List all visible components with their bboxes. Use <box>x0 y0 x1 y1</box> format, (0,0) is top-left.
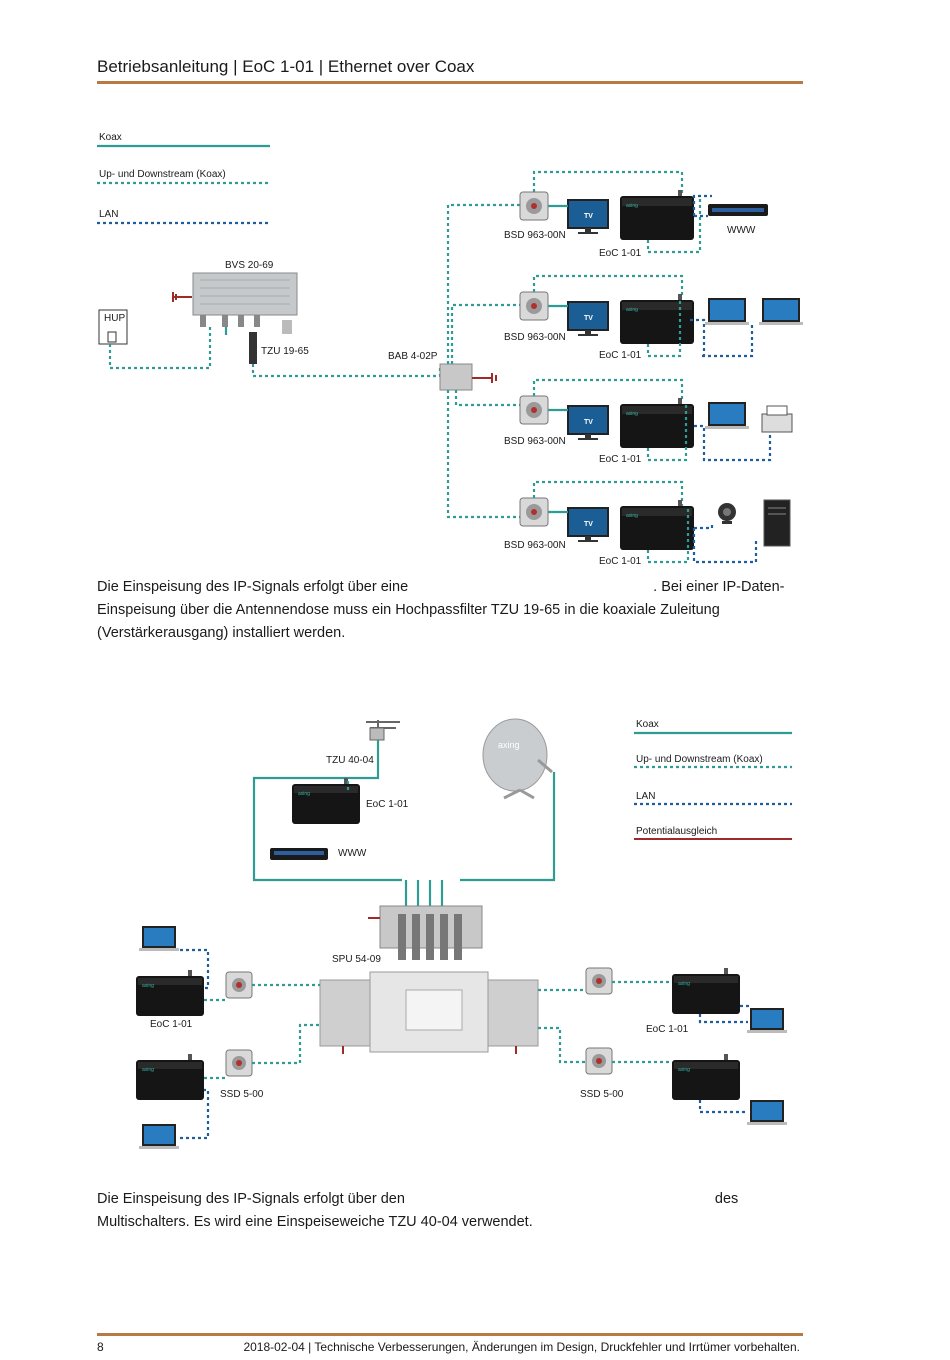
label2-spu: SPU 54-09 <box>332 954 381 965</box>
diagram-network-2: axing Koax Up- und Downstream (Koax) LAN… <box>136 718 792 1149</box>
label2-ssd-right: SSD 5-00 <box>580 1089 624 1100</box>
label2-eoc-right: EoC 1-01 <box>646 1024 689 1035</box>
label-bsd-4: BSD 963-00N <box>504 540 566 551</box>
legend2-koax-label: Koax <box>636 719 659 730</box>
bvs-amplifier <box>192 272 298 316</box>
label2-ssd-left: SSD 5-00 <box>220 1089 264 1100</box>
label-bab: BAB 4-02P <box>388 351 438 362</box>
footer-rule <box>97 1333 803 1336</box>
dish-brand: axing <box>498 740 520 750</box>
label2-eoc-top: EoC 1-01 <box>366 799 409 810</box>
paragraph-2-part2: des <box>714 1191 739 1207</box>
label-bvs: BVS 20-69 <box>225 260 274 271</box>
tv-label-4: TV <box>584 521 593 528</box>
paragraph-1-line2: Einspeisung über die Antennendose muss e… <box>97 602 720 618</box>
footer-note: 2018-02-04 | Technische Verbesserungen, … <box>243 1340 800 1354</box>
paragraph-1-part2: . Bei einer IP-Daten- <box>653 579 785 595</box>
tv-label-3: TV <box>584 419 593 426</box>
paragraph-1-part1: Die Einspeisung des IP-Signals erfolgt ü… <box>97 579 409 595</box>
diagram-network-1: axing Koax Up- und Downstream (Koax) LAN… <box>97 132 803 567</box>
paragraph-2-line2: Multischalters. Es wird eine Einspeisewe… <box>97 1214 533 1230</box>
label2-tzu: TZU 40-04 <box>326 755 374 766</box>
label-eoc-3: EoC 1-01 <box>599 454 642 465</box>
paragraph-1: Die Einspeisung des IP-Signals erfolgt ü… <box>97 576 797 645</box>
label-eoc-4: EoC 1-01 <box>599 556 642 567</box>
paragraph-2: Die Einspeisung des IP-Signals erfolgt ü… <box>97 1188 797 1234</box>
legend-lan-label: LAN <box>99 209 118 220</box>
label-bsd-2: BSD 963-00N <box>504 332 566 343</box>
label-eoc-1: EoC 1-01 <box>599 248 642 259</box>
legend2-lan-label: LAN <box>636 791 655 802</box>
label-eoc-2: EoC 1-01 <box>599 350 642 361</box>
page-header-title: Betriebsanleitung | EoC 1-01 | Ethernet … <box>97 57 475 76</box>
label-bsd-3: BSD 963-00N <box>504 436 566 447</box>
legend-updown-label: Up- und Downstream (Koax) <box>99 169 226 180</box>
legend-koax-label: Koax <box>99 132 122 143</box>
label2-eoc-left: EoC 1-01 <box>150 1019 193 1030</box>
header-rule <box>97 81 803 84</box>
legend2-updown-label: Up- und Downstream (Koax) <box>636 754 763 765</box>
label-bsd-1: BSD 963-00N <box>504 230 566 241</box>
paragraph-2-part1: Die Einspeisung des IP-Signals erfolgt ü… <box>97 1191 405 1207</box>
tv-label-2: TV <box>584 315 593 322</box>
tv-label-1: TV <box>584 213 593 220</box>
label-tzu: TZU 19-65 <box>261 346 309 357</box>
label-www: WWW <box>727 225 756 236</box>
page-number: 8 <box>97 1340 104 1354</box>
bab-splitter <box>439 363 473 391</box>
legend2-potential-label: Potentialausgleich <box>636 826 717 837</box>
label2-www: WWW <box>338 848 367 859</box>
label-hup: HUP <box>104 313 125 324</box>
sat-dish <box>482 718 548 792</box>
paragraph-1-line3: (Verstärkerausgang) installiert werden. <box>97 625 346 641</box>
